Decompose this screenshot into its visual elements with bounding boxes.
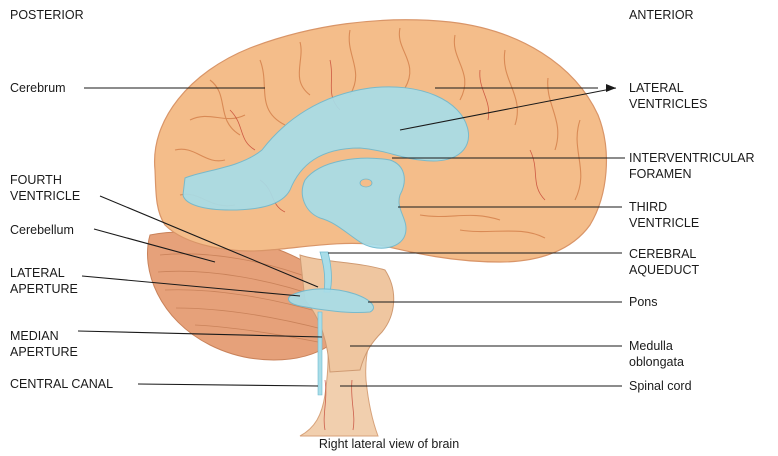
posterior-label: POSTERIOR xyxy=(10,8,84,22)
central-canal-label: CENTRAL CANAL xyxy=(10,376,113,392)
medulla-oblongata-label-line2: oblongata xyxy=(629,354,684,370)
cerebral-aqueduct-label-line1: CEREBRAL xyxy=(629,246,699,262)
central-canal xyxy=(318,312,322,395)
anterior-label: ANTERIOR xyxy=(629,8,694,22)
median-aperture-label-line2: APERTURE xyxy=(10,344,78,360)
lateral-ventricles-label-line1: LATERAL xyxy=(629,80,708,96)
interventricular-foramen-label-line2: FORAMEN xyxy=(629,166,754,182)
fourth-ventricle-label-line1: FOURTH xyxy=(10,172,80,188)
cerebrum-label: Cerebrum xyxy=(10,80,66,96)
medulla-oblongata-label-line1: Medulla xyxy=(629,338,684,354)
fourth-ventricle-label-line2: VENTRICLE xyxy=(10,188,80,204)
median-aperture-label-line1: MEDIAN xyxy=(10,328,78,344)
figure-caption: Right lateral view of brain xyxy=(0,437,778,451)
cerebral-aqueduct-label-line2: AQUEDUCT xyxy=(629,262,699,278)
third-ventricle-label-line1: THIRD xyxy=(629,199,699,215)
lateral-aperture-label-line1: LATERAL xyxy=(10,265,78,281)
cerebral-aqueduct-label: CEREBRAL AQUEDUCT xyxy=(629,246,699,278)
lateral-ventricles-label-line2: VENTRICLES xyxy=(629,96,708,112)
lateral-aperture-label: LATERAL APERTURE xyxy=(10,265,78,297)
lateral-ventricles-label: LATERAL VENTRICLES xyxy=(629,80,708,112)
lateral-aperture-label-line2: APERTURE xyxy=(10,281,78,297)
interventricular-foramen-label: INTERVENTRICULAR FORAMEN xyxy=(629,150,754,182)
brainstem xyxy=(300,255,394,372)
leader-arrowheads xyxy=(606,84,616,92)
spinal-cord-label: Spinal cord xyxy=(629,378,692,394)
medulla-oblongata-label: Medulla oblongata xyxy=(629,338,684,370)
median-aperture-label: MEDIAN APERTURE xyxy=(10,328,78,360)
pons-label: Pons xyxy=(629,294,658,310)
third-ventricle-label: THIRD VENTRICLE xyxy=(629,199,699,231)
interventricular-foramen-label-line1: INTERVENTRICULAR xyxy=(629,150,754,166)
third-ventricle-label-line2: VENTRICLE xyxy=(629,215,699,231)
interthalamic-adhesion xyxy=(360,179,372,187)
cerebellum-label: Cerebellum xyxy=(10,222,74,238)
fourth-ventricle-label: FOURTH VENTRICLE xyxy=(10,172,80,204)
